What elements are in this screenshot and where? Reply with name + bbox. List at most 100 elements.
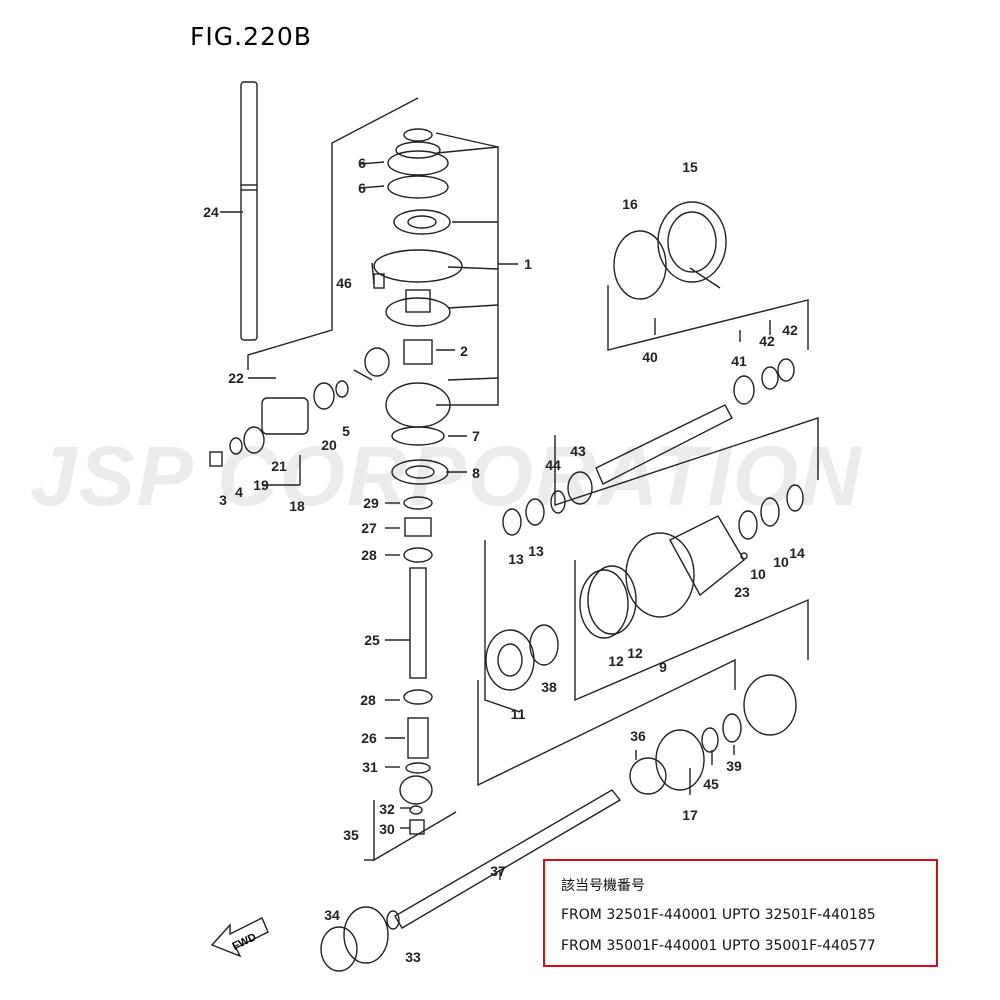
part-44-ring — [550, 490, 566, 514]
callout-label-19: 19 — [253, 477, 269, 493]
part-16-ring — [613, 230, 667, 300]
part-26-spring — [407, 717, 429, 759]
callout-label-9: 9 — [659, 659, 667, 675]
part-33-ring — [386, 910, 400, 930]
callout-label-43: 43 — [570, 443, 586, 459]
part-3-nut — [209, 451, 223, 467]
callout-label-15: 15 — [682, 159, 698, 175]
callout-label-30: 30 — [379, 821, 395, 837]
callout-label-5: 5 — [342, 423, 350, 439]
callout-label-8: 8 — [472, 465, 480, 481]
serial-number-box: 該当号機番号 FROM 32501F-440001 UPTO 32501F-44… — [543, 859, 938, 967]
callout-label-45: 45 — [703, 776, 719, 792]
callout-label-44: 44 — [545, 457, 561, 473]
part-18-bracket — [261, 397, 309, 435]
callout-label-31: 31 — [362, 759, 378, 775]
callout-label-40: 40 — [642, 349, 658, 365]
part-30-nut — [409, 819, 425, 835]
callout-label-6: 6 — [358, 155, 366, 171]
part-4-washer — [229, 437, 243, 455]
serial-row-1: FROM 32501F-440001 UPTO 32501F-440185 — [561, 907, 876, 923]
part-12-ring-a — [579, 569, 629, 639]
group-bracket-40 — [607, 285, 809, 351]
callout-label-18: 18 — [289, 498, 305, 514]
callout-label-28: 28 — [360, 692, 376, 708]
part-plate — [373, 249, 463, 283]
callout-label-28: 28 — [361, 547, 377, 563]
callout-label-42: 42 — [759, 333, 775, 349]
part-17-ring — [655, 729, 705, 791]
callout-label-6: 6 — [358, 180, 366, 196]
callout-label-23: 23 — [734, 584, 750, 600]
callout-label-24: 24 — [203, 204, 219, 220]
group-bracket-11 — [484, 540, 521, 713]
part-45-ring — [701, 727, 719, 753]
serial-heading: 該当号機番号 — [561, 878, 645, 894]
callout-label-14: 14 — [789, 545, 805, 561]
part-14-ring — [786, 484, 804, 512]
fwd-arrow-icon — [210, 917, 269, 958]
part-12-ring-b — [587, 565, 637, 635]
part-38-ring — [529, 624, 559, 666]
part-32-gear — [399, 775, 433, 805]
part-24-shaft — [240, 81, 258, 341]
part-6-ring-a — [387, 150, 449, 176]
part-8-bearing — [391, 459, 449, 485]
callout-label-16: 16 — [622, 196, 638, 212]
part-42-ring-b — [777, 358, 795, 382]
callout-label-2: 2 — [460, 343, 468, 359]
part-7-ring — [391, 426, 445, 446]
callout-label-22: 22 — [228, 370, 244, 386]
part-28-bearing-a — [403, 547, 433, 563]
part-6-ring-b — [387, 175, 449, 199]
callout-label-4: 4 — [235, 484, 243, 500]
callout-label-26: 26 — [361, 730, 377, 746]
part-43-bushing — [567, 471, 593, 505]
callout-label-1: 1 — [524, 256, 532, 272]
part-34-ring — [320, 926, 358, 972]
part-41-bushing — [733, 375, 755, 405]
part-34-gear — [343, 906, 389, 964]
group-bracket-9 — [554, 417, 819, 506]
watermark-text: JSP CORPORATION — [30, 429, 863, 523]
group-leader-1 — [435, 132, 499, 406]
part-23-pin — [740, 552, 748, 560]
part-36-bearing — [629, 757, 667, 795]
part-42-ring-a — [761, 366, 779, 390]
part-driveshaft-gear — [364, 347, 390, 377]
callout-label-12: 12 — [608, 653, 624, 669]
part-27-nut — [404, 517, 432, 537]
callout-label-13: 13 — [528, 543, 544, 559]
callout-label-46: 46 — [336, 275, 352, 291]
part-19-seal — [243, 426, 265, 454]
callout-label-25: 25 — [364, 632, 380, 648]
callout-label-11: 11 — [511, 706, 526, 722]
callout-label-32: 32 — [379, 801, 395, 817]
part-46-bolt — [373, 273, 385, 289]
callout-label-21: 21 — [271, 458, 287, 474]
part-11-bearing — [485, 629, 535, 691]
part-29-washer — [403, 496, 433, 510]
callout-label-34: 34 — [324, 907, 340, 923]
part-13-ring-a — [502, 508, 522, 536]
part-20-seal — [313, 382, 335, 410]
part-pinion-gear — [385, 297, 451, 327]
part-25-shaft — [409, 567, 427, 679]
part-2-clutch — [403, 339, 433, 365]
callout-label-38: 38 — [541, 679, 557, 695]
part-13-ring-b — [525, 498, 545, 526]
callout-label-13: 13 — [508, 551, 524, 567]
part-10-bushing-b — [760, 497, 780, 527]
callout-label-27: 27 — [361, 520, 377, 536]
callout-label-39: 39 — [726, 758, 742, 774]
part-10-bushing-a — [738, 510, 758, 540]
part-37-shaft — [394, 789, 622, 929]
part-39-ring — [722, 713, 742, 743]
callout-label-35: 35 — [343, 827, 359, 843]
part-5-ring — [335, 380, 349, 398]
part-bearing-upper — [393, 209, 451, 235]
callout-label-29: 29 — [363, 495, 379, 511]
callout-label-12: 12 — [627, 645, 643, 661]
